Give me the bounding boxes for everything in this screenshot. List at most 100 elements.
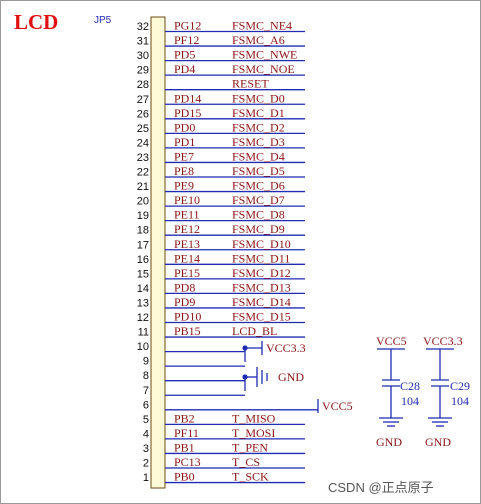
pin-29-number: 29 [137,65,149,77]
pin-1-signal: T_SCK [232,470,269,484]
pin-6-number: 6 [143,399,149,411]
vcc33-junction [242,345,248,351]
pin-24-number: 24 [137,137,149,149]
vcc5-label: VCC5 [322,399,353,413]
capacitor-c29: VCC3.3 C29 104 GND [423,334,470,449]
pin-23-port: PE7 [174,149,194,163]
pin-26-number: 26 [137,108,149,120]
pin-5-number: 5 [143,414,149,426]
c29-gnd-label: GND [425,435,451,449]
pin-13-number: 13 [137,297,149,309]
pin-27-port: PD14 [174,91,201,105]
c28-value: 104 [401,394,419,408]
pin-23-signal: FSMC_D4 [232,149,285,163]
pin-32-number: 32 [137,21,149,33]
pin-3-port: PB1 [174,440,195,454]
pin-16-number: 16 [137,254,149,266]
pin-31-signal: FSMC_A6 [232,33,285,47]
pin-17-port: PE13 [174,237,200,251]
pin-22-number: 22 [137,167,149,179]
pin-7-number: 7 [143,385,149,397]
pin-23-number: 23 [137,152,149,164]
pin-2-signal: T_CS [232,455,260,469]
pin-21-number: 21 [137,181,149,193]
pin-8-number: 8 [143,370,149,382]
pin-25-signal: FSMC_D2 [232,120,285,134]
pin-22-signal: FSMC_D5 [232,164,285,178]
c28-refdes: C28 [400,379,420,393]
pin-25-port: PD0 [174,120,195,134]
pin-1-number: 1 [143,472,149,484]
vcc33-net: VCC3.3 [242,341,306,362]
pin-30-signal: FSMC_NWE [232,48,297,62]
pin-5-port: PB2 [174,411,195,425]
pin-22-port: PE8 [174,164,194,178]
pin-12-port: PD10 [174,310,201,324]
c28-supply-label: VCC5 [376,334,407,348]
gnd-junction [242,374,248,380]
pin-20-number: 20 [137,196,149,208]
pin-30-port: PD5 [174,48,195,62]
pin-27-signal: FSMC_D0 [232,91,285,105]
pin-18-number: 18 [137,225,149,237]
pin-18-port: PE12 [174,222,200,236]
connector-refdes: JP5 [94,15,112,26]
c29-refdes: C29 [450,379,470,393]
pin-4-port: PF11 [174,426,199,440]
pin-11-number: 11 [138,327,149,339]
pin-10-number: 10 [137,341,149,353]
pin-4-number: 4 [143,428,149,440]
pin-20-signal: FSMC_D7 [232,193,285,207]
pin-3-signal: T_PEN [232,440,268,454]
pin-26-signal: FSMC_D1 [232,106,285,120]
pin-11-port: PB15 [174,324,201,338]
pin-18-signal: FSMC_D9 [232,222,285,236]
pin-1-port: PB0 [174,470,195,484]
pin-17-signal: FSMC_D10 [232,237,291,251]
pin-29-port: PD4 [174,62,195,76]
pin-14-signal: FSMC_D13 [232,280,291,294]
pin-19-signal: FSMC_D8 [232,208,285,222]
pin-9-number: 9 [143,356,149,368]
pin-17-number: 17 [137,239,149,251]
c29-supply-label: VCC3.3 [423,334,463,348]
pin-13-signal: FSMC_D14 [232,295,291,309]
pin-3-number: 3 [143,443,149,455]
gnd-label: GND [278,370,304,384]
pin-21-port: PE9 [174,179,194,193]
pin-31-port: PF12 [174,33,199,47]
pin-15-port: PE15 [174,266,200,280]
pin-24-port: PD1 [174,135,195,149]
pin-12-signal: FSMC_D15 [232,310,291,324]
pin-13-port: PD9 [174,295,195,309]
pin-30-number: 30 [137,50,149,62]
pin-31-number: 31 [137,36,149,48]
pin-24-signal: FSMC_D3 [232,135,285,149]
pin-21-signal: FSMC_D6 [232,179,285,193]
pin-28-signal: RESET [232,77,269,91]
pin-29-signal: FSMC_NOE [232,62,295,76]
pin-15-signal: FSMC_D12 [232,266,291,280]
pin-16-port: PE14 [174,251,200,265]
pin-12-number: 12 [137,312,149,324]
pin-28-number: 28 [137,79,149,91]
pin-11-signal: LCD_BL [232,324,277,338]
capacitor-c28: VCC5 C28 104 GND [376,334,420,449]
pin-5-signal: T_MISO [232,411,276,425]
pin-27-number: 27 [137,94,149,106]
pin-14-number: 14 [137,283,149,295]
pin-26-port: PD15 [174,106,201,120]
connector-body [150,16,166,489]
pin-16-signal: FSMC_D11 [232,251,290,265]
pin-2-port: PC13 [174,455,201,469]
pin-15-number: 15 [137,268,149,280]
vcc33-label: VCC3.3 [266,341,306,355]
watermark: CSDN @正点原子 [328,480,434,495]
vcc5-net: VCC5 [317,399,353,413]
pin-20-port: PE10 [174,193,200,207]
c29-value: 104 [451,394,469,408]
c28-gnd-label: GND [376,435,402,449]
